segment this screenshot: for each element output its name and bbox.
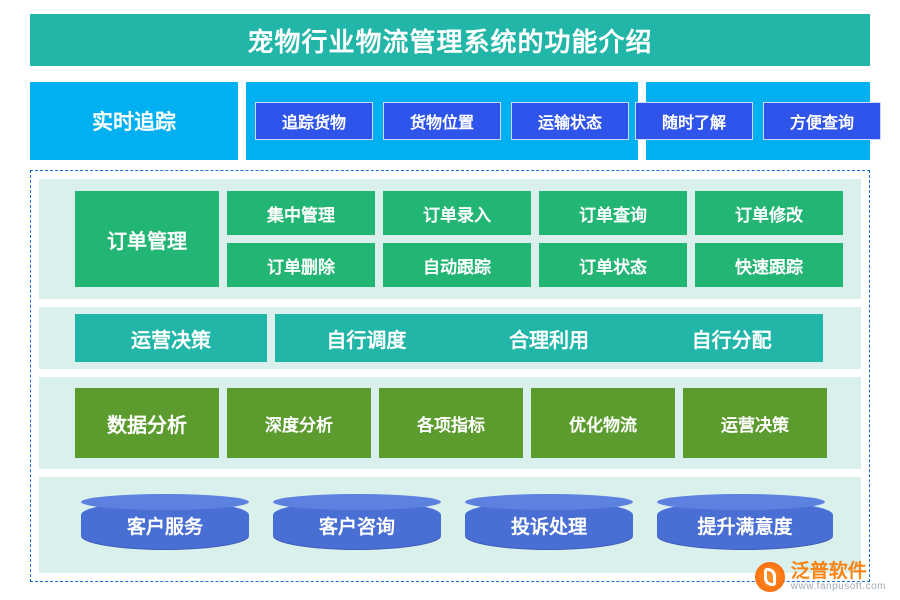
tracking-chip[interactable]: 随时了解 [635,102,753,140]
data-analysis-section: 数据分析 深度分析 各项指标 优化物流 运营决策 [39,377,861,469]
customer-service-items: 客户服务 客户咨询 投诉处理 提升满意度 [81,494,833,549]
analysis-item[interactable]: 深度分析 [227,388,371,458]
order-item[interactable]: 订单查询 [539,191,687,235]
order-item[interactable]: 订单状态 [539,243,687,287]
tracking-chip[interactable]: 运输状态 [511,102,629,140]
service-item-label: 投诉处理 [510,516,587,538]
tracking-label-box: 实时追踪 [30,82,238,160]
operation-item[interactable]: 合理利用 [508,329,589,352]
tracking-section: 实时追踪 追踪货物 货物位置 运输状态 随时了解 方便查询 [30,82,881,160]
order-management-section: 订单管理 集中管理 订单录入 订单查询 订单修改 订单删除 自动跟踪 订单状态 … [39,179,861,299]
analysis-item[interactable]: 运营决策 [683,388,827,458]
page-title-text: 宠物行业物流管理系统的功能介绍 [247,26,653,57]
functions-container: 订单管理 集中管理 订单录入 订单查询 订单修改 订单删除 自动跟踪 订单状态 … [30,170,870,582]
operation-item[interactable]: 自行调度 [326,329,407,352]
data-analysis-label: 数据分析 [107,414,187,437]
order-item[interactable]: 订单录入 [383,191,531,235]
service-cylinder[interactable]: 投诉处理 [465,494,633,549]
order-management-grid: 集中管理 订单录入 订单查询 订单修改 订单删除 自动跟踪 订单状态 快速跟踪 [227,191,843,287]
data-analysis-label-box: 数据分析 [75,388,219,458]
watermark-domain: www.fanpusoft.com [790,580,886,592]
tracking-chip-group-mid: 追踪货物 货物位置 运输状态 [246,82,638,160]
watermark-text: 泛普软件 www.fanpusoft.com [790,560,886,592]
analysis-item[interactable]: 各项指标 [379,388,523,458]
watermark: 泛普软件 www.fanpusoft.com [754,560,886,592]
tracking-chip[interactable]: 追踪货物 [255,102,373,140]
company-logo-icon [754,561,785,592]
order-management-label-box: 订单管理 [75,191,219,287]
operation-decision-label: 运营决策 [131,329,211,352]
tracking-chip-group-right: 随时了解 方便查询 [635,82,881,160]
order-item[interactable]: 订单删除 [227,243,375,287]
order-item[interactable]: 快速跟踪 [695,243,843,287]
tracking-label: 实时追踪 [92,111,176,134]
service-cylinder[interactable]: 客户咨询 [273,494,441,549]
operation-decision-items: 自行调度 合理利用 自行分配 [275,314,823,362]
operation-decision-section: 运营决策 自行调度 合理利用 自行分配 [39,307,861,369]
order-item[interactable]: 订单修改 [695,191,843,235]
tracking-chip[interactable]: 方便查询 [763,102,881,140]
order-item[interactable]: 集中管理 [227,191,375,235]
service-cylinder[interactable]: 提升满意度 [657,494,833,549]
service-item-label: 客户咨询 [318,516,395,538]
page-title: 宠物行业物流管理系统的功能介绍 [30,14,870,66]
service-cylinder[interactable]: 客户服务 [81,494,249,549]
operation-decision-label-box: 运营决策 [75,314,267,362]
data-analysis-items: 深度分析 各项指标 优化物流 运营决策 [227,388,827,458]
tracking-chip[interactable]: 货物位置 [383,102,501,140]
operation-item[interactable]: 自行分配 [691,329,772,352]
customer-service-section: 客户服务 客户咨询 投诉处理 提升满意度 [39,477,861,573]
order-item[interactable]: 自动跟踪 [383,243,531,287]
service-item-label: 提升满意度 [697,516,793,538]
service-item-label: 客户服务 [126,516,203,538]
order-management-label: 订单管理 [107,230,187,253]
watermark-name: 泛普软件 [790,560,867,582]
analysis-item[interactable]: 优化物流 [531,388,675,458]
